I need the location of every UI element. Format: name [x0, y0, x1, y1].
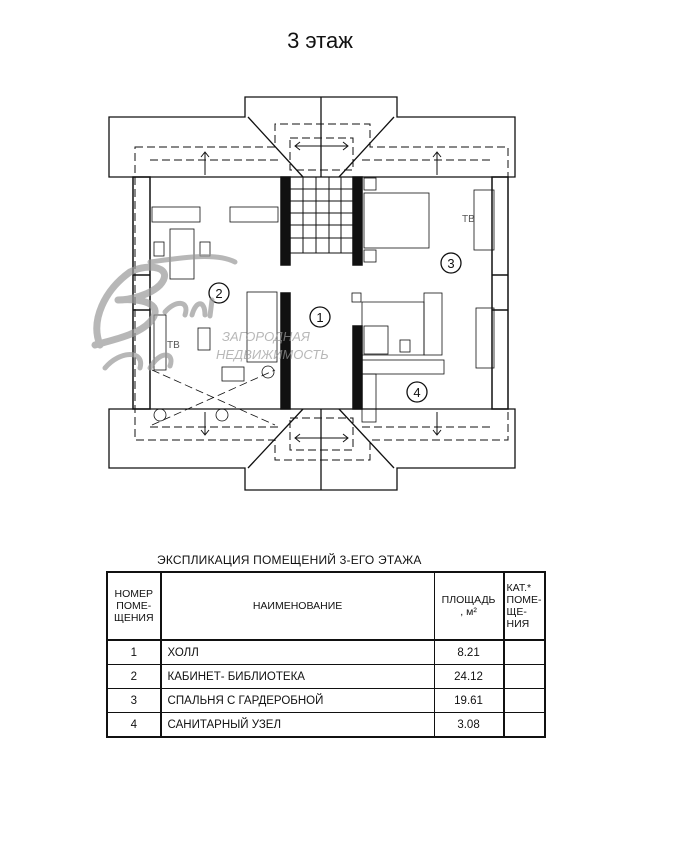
tv-label-study: ТВ: [167, 340, 180, 351]
cell-area: 3.08: [433, 712, 505, 738]
header-number: НОМЕР ПОМЕ- ЩЕНИЯ: [106, 571, 162, 641]
room-number-2: 2: [215, 286, 222, 301]
header-category: КАТ.* ПОМЕ- ЩЕ- НИЯ: [503, 571, 545, 641]
table-row: 4 САНИТАРНЫЙ УЗЕЛ 3.08: [106, 712, 545, 738]
watermark-text: ЗАГОРОДНАЯ НЕДВИЖИМОСТЬ: [216, 329, 329, 362]
cell-category: [503, 712, 545, 738]
tv-label-bedroom: ТВ: [462, 214, 475, 225]
cell-number: 2: [106, 664, 162, 689]
table-row: 2 КАБИНЕТ- БИБЛИОТЕКА 24.12: [106, 664, 545, 689]
cell-area: 24.12: [433, 664, 505, 689]
cell-name: ХОЛЛ: [160, 639, 435, 665]
room-number-1: 1: [316, 310, 323, 325]
explication-caption: ЭКСПЛИКАЦИЯ ПОМЕЩЕНИЙ 3-ЕГО ЭТАЖА: [157, 553, 422, 567]
furniture-study: [151, 206, 279, 426]
cell-area: 19.61: [433, 688, 505, 713]
room-number-3: 3: [447, 256, 454, 271]
watermark-line1: ЗАГОРОДНАЯ: [222, 329, 310, 344]
cell-category: [503, 639, 545, 665]
furniture-bedroom: [351, 177, 495, 423]
cell-number: 1: [106, 639, 162, 665]
cell-number: 3: [106, 688, 162, 713]
cell-name: СПАЛЬНЯ С ГАРДЕРОБНОЙ: [160, 688, 435, 713]
header-area: ПЛОЩАДЬ , м²: [433, 571, 505, 641]
explication-table: НОМЕР ПОМЕ- ЩЕНИЯ НАИМЕНОВАНИЕ ПЛОЩАДЬ ,…: [106, 571, 546, 738]
roof-projection-dashes: [134, 123, 509, 461]
watermark-logo: [91, 254, 238, 371]
watermark-line2: НЕДВИЖИМОСТЬ: [216, 347, 329, 362]
walls: [132, 176, 509, 410]
room-number-4: 4: [413, 385, 420, 400]
cell-category: [503, 664, 545, 689]
room-labels: [208, 252, 462, 403]
cell-number: 4: [106, 712, 162, 738]
slope-arrows: [200, 141, 442, 443]
table-header: НОМЕР ПОМЕ- ЩЕНИЯ НАИМЕНОВАНИЕ ПЛОЩАДЬ ,…: [106, 571, 545, 641]
header-name: НАИМЕНОВАНИЕ: [160, 571, 435, 641]
table-row: 1 ХОЛЛ 8.21: [106, 639, 545, 665]
floor-plan: 1 2 3 4 ТВ ТВ ЗАГОРОДНАЯ НЕДВИЖИМОСТЬ: [91, 96, 516, 491]
cell-category: [503, 688, 545, 713]
staircase: [289, 176, 354, 254]
cell-area: 8.21: [433, 639, 505, 665]
page-title: 3 этаж: [287, 28, 353, 53]
cell-name: САНИТАРНЫЙ УЗЕЛ: [160, 712, 435, 738]
table-row: 3 СПАЛЬНЯ С ГАРДЕРОБНОЙ 19.61: [106, 688, 545, 713]
cell-name: КАБИНЕТ- БИБЛИОТЕКА: [160, 664, 435, 689]
roof-outline: [108, 96, 516, 491]
